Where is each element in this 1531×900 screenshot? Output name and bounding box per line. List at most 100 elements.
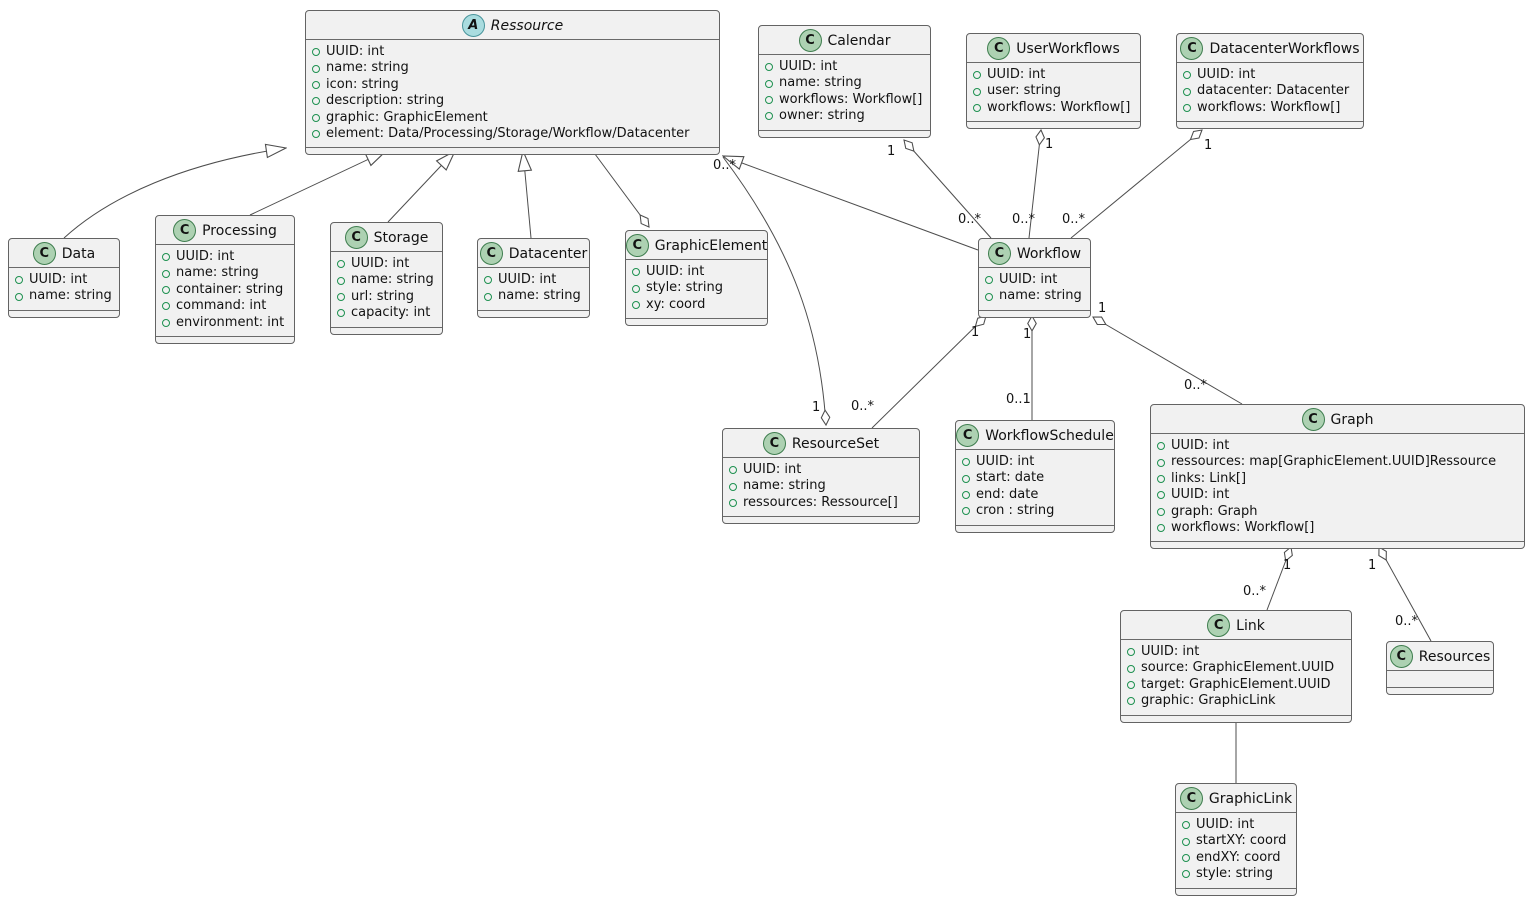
class-attribute-row: xy: coord [632,297,759,313]
attribute-text: name: string [779,75,862,91]
edge-resourceset-ressource-aggregation [722,156,831,427]
class-icon: C [987,242,1011,265]
edge-workflow-to-ressource [723,156,979,251]
edge-workflow-resourceset-aggregation [871,315,987,429]
attribute-text: UUID: int [1141,644,1200,659]
field-visibility-icon [312,130,320,139]
field-visibility-icon [1127,648,1135,657]
field-visibility-icon [1127,697,1135,706]
field-visibility-icon [1182,870,1190,879]
class-attribute-row: graph: Graph [1157,504,1516,520]
class-name: Data [61,245,96,262]
class-name: Datacenter [508,245,588,262]
multiplicity-label: 1 [1204,138,1213,153]
field-visibility-icon [962,458,970,467]
multiplicity-label: 0..* [1184,378,1208,393]
class-attribute-row: environment: int [162,315,286,331]
edge-datacenter-to-ressource [523,151,531,239]
attribute-text: datacenter: Datacenter [1197,83,1350,99]
attribute-text: style: string [1196,866,1274,882]
field-visibility-icon [729,466,737,475]
attribute-text: cron : string [976,503,1055,519]
class-workflow-footer [979,311,1090,317]
attribute-text: UUID: int [779,59,838,74]
class-graphiclink-footer [1176,889,1296,895]
attribute-text: user: string [987,83,1061,99]
attribute-text: UUID: int [999,272,1058,287]
class-datacenterworkflows-footer [1177,122,1363,128]
field-visibility-icon [484,292,492,301]
class-resources: C Resources [1386,641,1494,695]
class-attribute-row: element: Data/Processing/Storage/Workflo… [312,126,711,142]
edge-userworkflows-workflow-aggregation [1028,128,1046,239]
attribute-text: workflows: Workflow[] [1171,520,1315,536]
class-attribute-row: url: string [337,289,434,305]
class-attribute-row: startXY: coord [1182,833,1288,849]
class-attribute-row: command: int [162,298,286,314]
class-attribute-row: name: string [15,288,112,304]
field-visibility-icon [312,97,320,106]
class-name: WorkflowSchedule [985,427,1114,444]
edge-graph-resources-aggregation [1378,546,1432,642]
field-visibility-icon [1157,442,1165,451]
field-visibility-icon [15,276,23,285]
class-storage-footer [331,328,442,334]
field-visibility-icon [765,112,773,121]
field-visibility-icon [765,96,773,105]
class-attribute-row: cron : string [962,503,1106,519]
attribute-text: element: Data/Processing/Storage/Workflo… [326,126,690,142]
edge-graph-link-aggregation [1266,545,1293,611]
class-attribute-row: name: string [765,75,922,91]
field-visibility-icon [337,309,345,318]
class-attribute-row: end: date [962,487,1106,503]
attribute-text: UUID: int [987,67,1046,82]
attribute-text: ressources: map[GraphicElement.UUID]Ress… [1171,454,1497,470]
field-visibility-icon [729,499,737,508]
class-attribute-row: UUID: int [337,256,434,272]
class-attribute-row: container: string [162,282,286,298]
field-visibility-icon [1157,507,1165,516]
class-attribute-row: workflows: Workflow[] [1183,100,1355,116]
attribute-text: name: string [999,288,1082,304]
attribute-text: target: GraphicElement.UUID [1141,676,1331,692]
class-attribute-row: name: string [337,272,434,288]
multiplicity-label: 0..* [1243,584,1267,599]
attribute-text: environment: int [176,314,285,330]
class-attribute-row: UUID: int [1157,487,1516,503]
class-icon: C [1179,787,1203,810]
class-icon: C [987,37,1011,60]
attribute-text: UUID: int [498,272,557,287]
field-visibility-icon [1182,837,1190,846]
field-visibility-icon [1182,821,1190,830]
class-attribute-row: UUID: int [1157,438,1516,454]
class-icon: C [798,29,822,52]
class-calendar-title: C Calendar [759,26,930,54]
class-icon: C [762,432,786,455]
class-attribute-row: workflows: Workflow[] [765,92,922,108]
class-attribute-row: UUID: int [1127,644,1343,660]
field-visibility-icon [312,48,320,57]
attribute-text: graph: Graph [1171,503,1258,519]
class-icon: C [1180,37,1204,60]
field-visibility-icon [337,260,345,269]
field-visibility-icon [312,64,320,73]
field-visibility-icon [765,79,773,88]
class-attribute-row: UUID: int [765,59,922,75]
class-workflowschedule-title: C WorkflowSchedule [956,421,1114,449]
field-visibility-icon [1182,854,1190,863]
attribute-text: UUID: int [29,272,88,287]
field-visibility-icon [312,113,320,122]
class-name: Calendar [827,32,891,49]
class-link-footer [1121,716,1351,722]
field-visibility-icon [162,318,170,327]
attribute-text: UUID: int [1196,817,1255,832]
multiplicity-label: 0..* [958,212,982,227]
attribute-text: graphic: GraphicElement [326,109,488,125]
